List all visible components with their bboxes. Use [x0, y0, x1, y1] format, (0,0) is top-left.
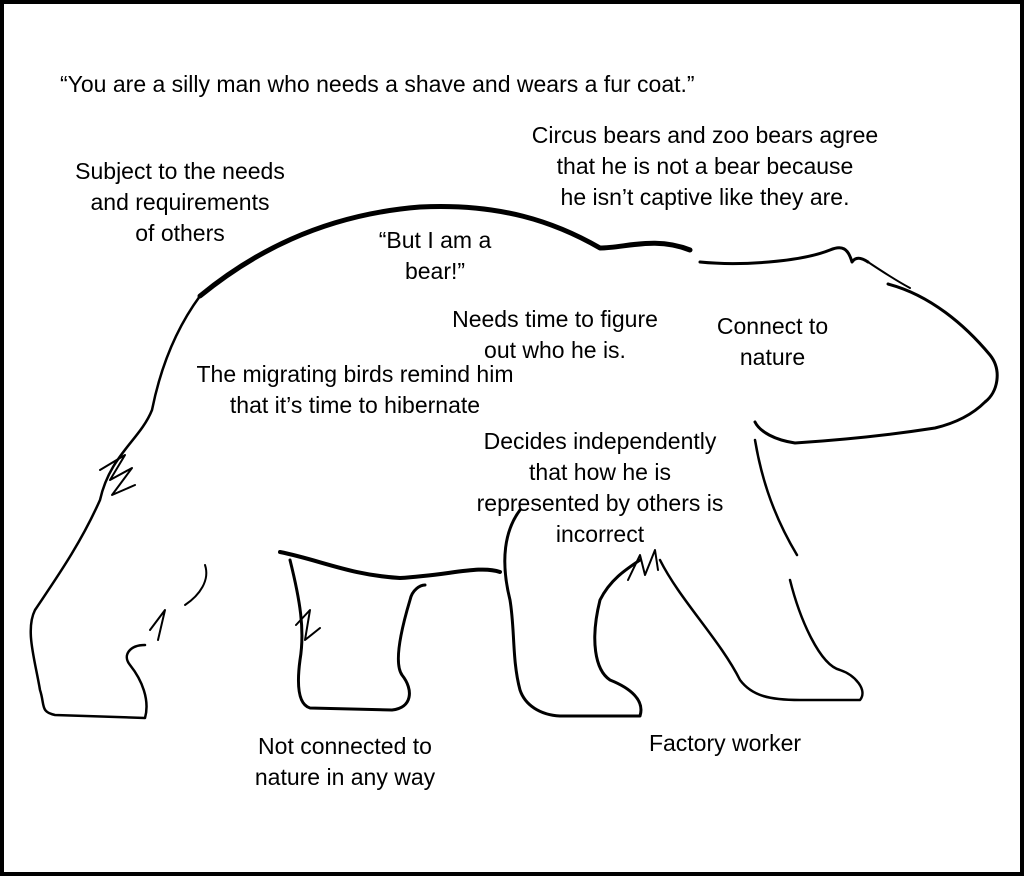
label-line: nature — [739, 344, 806, 370]
bear-back-line — [197, 203, 693, 299]
bear-belly-line — [278, 550, 502, 580]
label-line: “But I am a — [378, 227, 492, 253]
bear-chest-line — [753, 438, 799, 557]
bear-fur-tuft — [99, 454, 136, 496]
label-not-connected: Not connected to nature in any way — [230, 731, 460, 793]
label-line: that it’s time to hibernate — [229, 392, 481, 418]
label-line: and requirements — [90, 189, 270, 215]
label-line: bear!” — [404, 258, 466, 284]
quote-text: “You are a silly man who needs a shave a… — [60, 71, 695, 97]
label-line: Decides independently — [483, 428, 717, 454]
label-needs-time: Needs time to figure out who he is. — [430, 304, 680, 366]
label-line: Connect to — [716, 313, 829, 339]
bear-ear-line — [867, 261, 911, 289]
label-line: incorrect — [555, 521, 645, 547]
label-factory-worker: Factory worker — [648, 730, 802, 756]
label-line: out who he is. — [484, 337, 626, 363]
label-decides-independently: Decides independently that how he is rep… — [450, 426, 750, 550]
bear-head-line — [753, 282, 999, 445]
label-but-i-am-a-bear: “But I am a bear!” — [360, 225, 510, 287]
bear-front-far-leg — [503, 508, 643, 718]
bear-fur-tuft-3 — [184, 564, 208, 606]
label-line: Needs time to figure — [452, 306, 658, 332]
label-migrating-birds: The migrating birds remind him that it’s… — [170, 359, 540, 421]
label-line: represented by others is — [476, 490, 724, 516]
bear-fur-tuft-4 — [295, 609, 321, 641]
label-line: that how he is — [529, 459, 671, 485]
label-line: he isn’t captive like they are. — [560, 184, 850, 210]
bear-fur-tuft-2 — [149, 609, 166, 641]
label-line: Subject to the needs — [75, 158, 285, 184]
label-line: nature in any way — [254, 764, 436, 790]
bear-front-near-leg — [658, 558, 864, 702]
label-line: Circus bears and zoo bears agree — [531, 122, 879, 148]
label-line: The migrating birds remind him — [196, 361, 514, 387]
label-circus-bears: Circus bears and zoo bears agree that he… — [505, 120, 905, 213]
label-line: of others — [135, 220, 225, 246]
label-subject-to-needs: Subject to the needs and requirements of… — [50, 156, 310, 249]
label-line: that he is not a bear because — [556, 153, 854, 179]
bear-rump-line — [29, 294, 202, 720]
bear-rear-far-leg — [288, 558, 427, 712]
bear-neck-line — [698, 246, 870, 265]
label-line: Not connected to — [258, 733, 432, 759]
label-connect-to-nature: Connect to nature — [700, 311, 845, 373]
bear-fur-tuft-5 — [627, 549, 659, 581]
